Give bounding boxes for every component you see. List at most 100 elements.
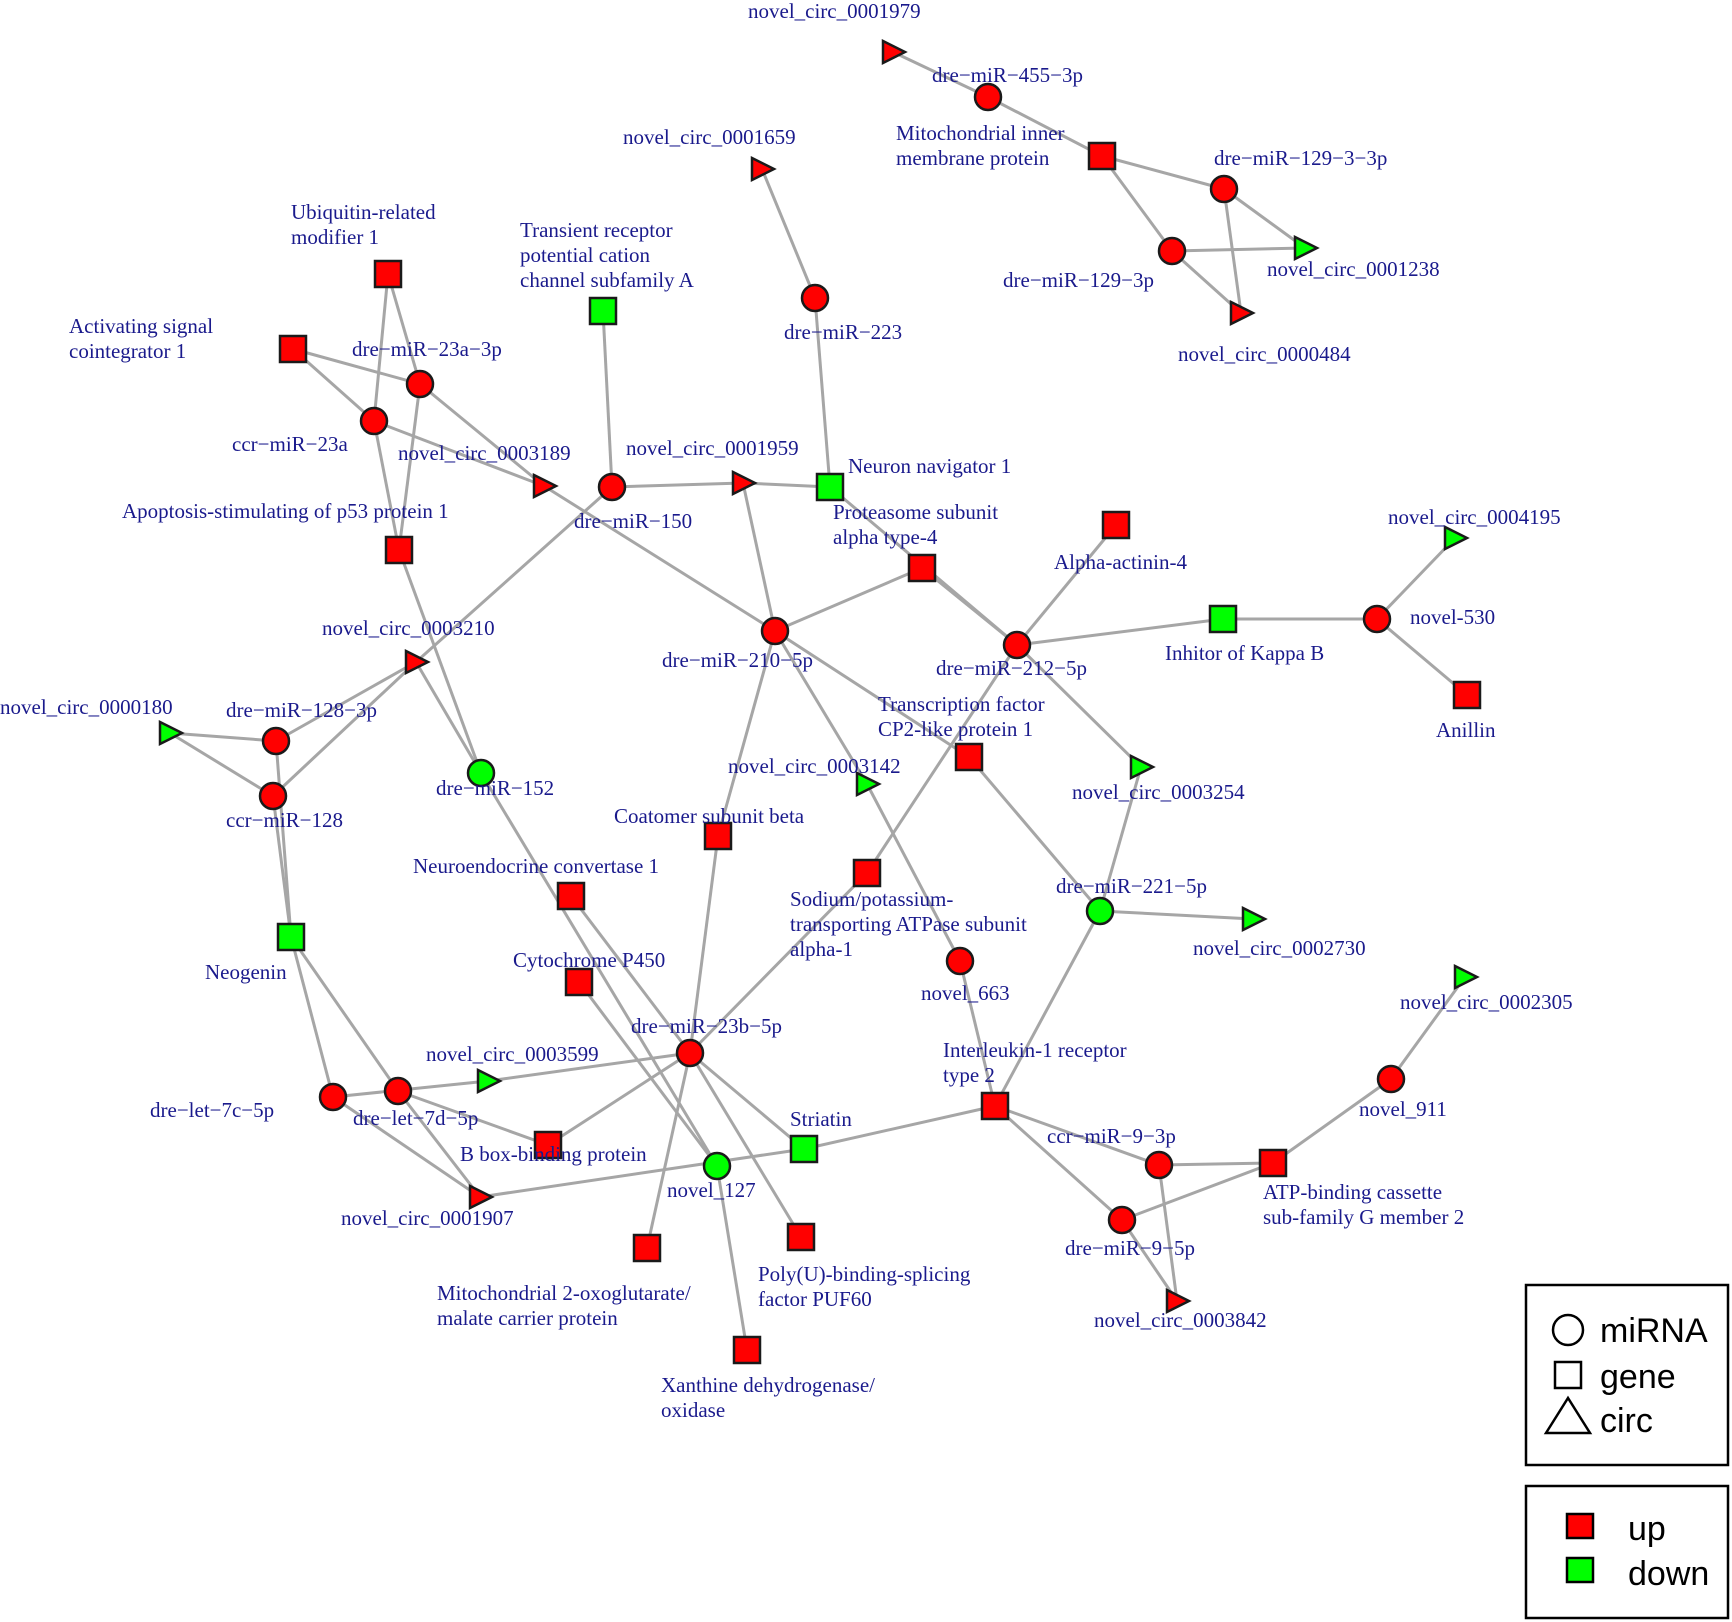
- node-label-gMito2: Mitochondrial 2-oxoglutarate/malate carr…: [437, 1281, 691, 1330]
- miRNA-node-n530[interactable]: [1362, 604, 1392, 634]
- node-label-c2305: novel_circ_0002305: [1400, 990, 1573, 1014]
- legend-up-swatch: [1565, 1512, 1595, 1540]
- edge-c3189-m2105p: [543, 484, 776, 633]
- gene-node-gBbox[interactable]: [533, 1130, 563, 1160]
- circ-node-c2730[interactable]: [1241, 905, 1268, 933]
- miRNA-node-m455[interactable]: [973, 82, 1003, 112]
- circ-node-c1659[interactable]: [750, 155, 777, 183]
- edge-let7d-gBbox: [397, 1089, 549, 1147]
- edge-gCyto-n127: [577, 981, 719, 1167]
- edge-ccr128-gNeogenin: [271, 795, 293, 938]
- circ-node-c0180[interactable]: [158, 719, 185, 747]
- edge-gUbiq-ccr23a: [372, 273, 390, 422]
- edge-n530-gAnillin: [1376, 617, 1468, 697]
- miRNA-node-let7d[interactable]: [383, 1076, 413, 1106]
- gene-node-gUbiq[interactable]: [373, 259, 403, 289]
- edge-c3210-m1283p: [275, 660, 417, 743]
- edge-c3254-m2215p: [1098, 766, 1143, 912]
- miRNA-node-m23a3p[interactable]: [405, 369, 435, 399]
- node-label-ccr23a: ccr−miR−23a: [232, 432, 348, 456]
- gene-node-gXan[interactable]: [732, 1335, 762, 1365]
- edge-m2125p-c3254: [1015, 643, 1143, 769]
- miRNA-node-m1293[interactable]: [1209, 174, 1239, 204]
- miRNA-node-m23b[interactable]: [675, 1038, 705, 1068]
- gene-node-gTcf[interactable]: [954, 742, 984, 772]
- gene-node-gPoly[interactable]: [786, 1222, 816, 1252]
- node-label-line: ccr−miR−23a: [232, 432, 348, 456]
- gene-node-gSod[interactable]: [852, 858, 882, 888]
- miRNA-node-m2215p[interactable]: [1085, 896, 1115, 926]
- circ-node-c1959[interactable]: [731, 469, 758, 497]
- edge-m23b-gPoly: [688, 1052, 803, 1238]
- node-label-line: Coatomer subunit beta: [614, 804, 805, 828]
- gene-node-gTrp[interactable]: [588, 296, 618, 326]
- miRNA-node-n127[interactable]: [702, 1151, 732, 1181]
- edge-let7d-c1907: [396, 1090, 482, 1198]
- node-label-line: novel_circ_0000484: [1178, 342, 1351, 366]
- circ-node-c4195[interactable]: [1443, 524, 1470, 552]
- node-label-line: factor PUF60: [758, 1287, 872, 1311]
- circ-node-c3599[interactable]: [476, 1067, 503, 1095]
- edge-m1293-c1238: [1223, 187, 1306, 250]
- gene-node-gInhi[interactable]: [1208, 604, 1238, 634]
- edge-m1283p-gNeogenin: [274, 740, 293, 938]
- edge-ccr23a-gApop: [372, 420, 401, 551]
- miRNA-node-ccr128[interactable]: [258, 781, 288, 811]
- node-label-line: Neogenin: [205, 960, 287, 984]
- edge-m150-c1959: [611, 481, 744, 489]
- gene-node-gActiv[interactable]: [278, 334, 308, 364]
- miRNA-node-m2125p[interactable]: [1002, 630, 1032, 660]
- circ-node-c0484[interactable]: [1229, 299, 1256, 327]
- node-label-line: Inhitor of Kappa B: [1165, 641, 1324, 665]
- circ-node-c2305[interactable]: [1453, 963, 1480, 991]
- gene-node-gCyto[interactable]: [564, 967, 594, 997]
- node-label-line: novel_circ_0003254: [1072, 780, 1245, 804]
- gene-node-gStriatin[interactable]: [789, 1134, 819, 1164]
- node-label-line: novel_127: [667, 1178, 756, 1202]
- gene-node-gMito2[interactable]: [632, 1233, 662, 1263]
- miRNA-node-n663[interactable]: [945, 946, 975, 976]
- gene-node-gAbc[interactable]: [1258, 1148, 1288, 1178]
- gene-node-gIl1[interactable]: [980, 1091, 1010, 1121]
- circ-node-c3142[interactable]: [855, 770, 882, 798]
- edge-ccr23a-c3189: [373, 419, 545, 488]
- circ-node-c3210[interactable]: [404, 648, 431, 676]
- gene-node-gProt[interactable]: [907, 553, 937, 583]
- circ-node-c3254[interactable]: [1129, 753, 1156, 781]
- node-label-c1659: novel_circ_0001659: [623, 125, 796, 149]
- miRNA-node-m2105p[interactable]: [760, 616, 790, 646]
- gene-node-gNeogenin[interactable]: [276, 922, 306, 952]
- node-label-line: Poly(U)-binding-splicing: [758, 1262, 971, 1286]
- miRNA-node-m1283p[interactable]: [261, 726, 291, 756]
- miRNA-node-m95p[interactable]: [1107, 1205, 1137, 1235]
- circ-node-c1907[interactable]: [468, 1183, 495, 1211]
- gene-node-gNeuro[interactable]: [556, 881, 586, 911]
- miRNA-node-n911[interactable]: [1376, 1064, 1406, 1094]
- miRNA-node-ccr23a[interactable]: [359, 406, 389, 436]
- edge-m23b-gBbox: [547, 1051, 691, 1147]
- gene-node-gApop[interactable]: [384, 535, 414, 565]
- node-label-m1293: dre−miR−129−3−3p: [1214, 146, 1387, 170]
- gene-node-gAlpha[interactable]: [1101, 510, 1131, 540]
- node-label-line: dre−miR−223: [784, 320, 902, 344]
- miRNA-node-m223[interactable]: [800, 283, 830, 313]
- miRNA-node-m150[interactable]: [597, 472, 627, 502]
- gene-node-gAnillin[interactable]: [1452, 680, 1482, 710]
- miRNA-node-ccr93p[interactable]: [1144, 1150, 1174, 1180]
- edge-c3142-n663: [865, 783, 962, 962]
- gene-node-gMito[interactable]: [1087, 141, 1117, 171]
- circ-node-c3189[interactable]: [532, 472, 559, 500]
- circ-node-c1238[interactable]: [1293, 234, 1320, 262]
- circ-node-c1979[interactable]: [881, 38, 908, 66]
- node-label-c0484: novel_circ_0000484: [1178, 342, 1351, 366]
- miRNA-node-m129[interactable]: [1157, 236, 1187, 266]
- edge-c1959-gNeuron: [742, 481, 831, 489]
- gene-node-gNeuron[interactable]: [815, 472, 845, 502]
- miRNA-node-m152[interactable]: [466, 758, 496, 788]
- miRNA-node-let7c[interactable]: [318, 1082, 348, 1112]
- edge-m223-gNeuron: [813, 297, 832, 488]
- gene-node-gCoat[interactable]: [703, 821, 733, 851]
- circ-node-c3842[interactable]: [1165, 1287, 1192, 1315]
